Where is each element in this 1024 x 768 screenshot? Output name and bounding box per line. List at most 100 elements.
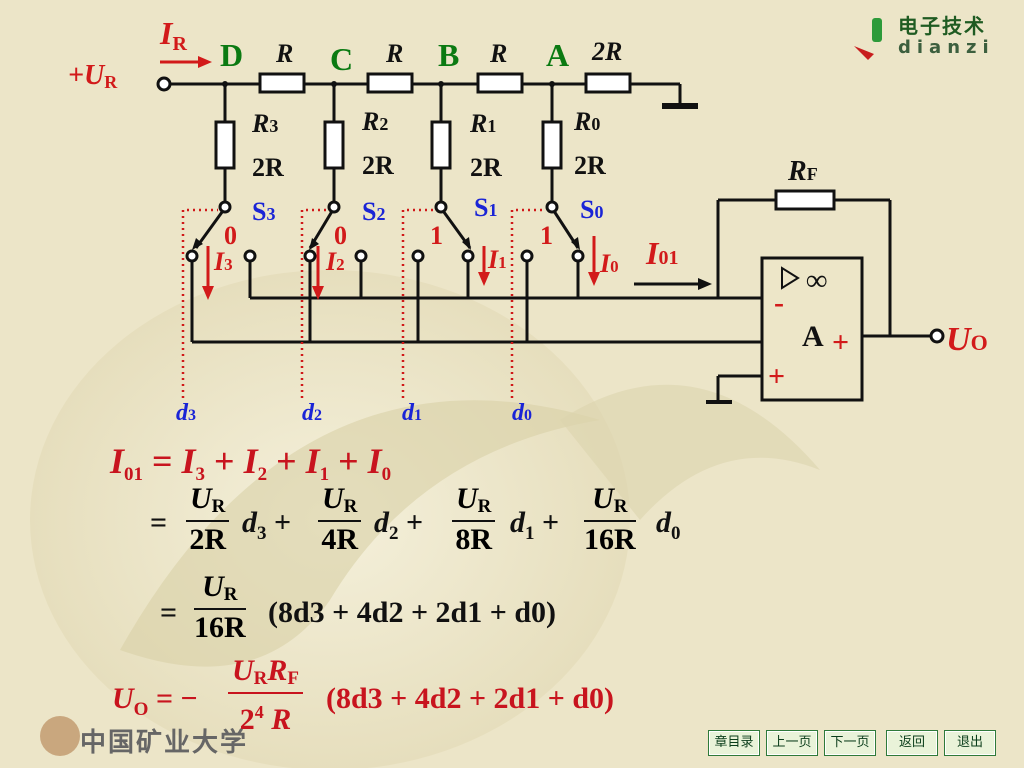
eq1-sub: 0 [381,464,392,485]
branch-value: 2R [362,151,394,180]
branch-current-sub: 1 [498,253,507,272]
eq3-frac: UR 16R [194,570,246,644]
svg-text:d2: d2 [302,400,322,426]
svg-text:I01: I01 [645,235,678,271]
opamp-plus-input: + [768,360,785,393]
branch-name-sub: 1 [487,116,496,136]
branch-current-sub: 0 [610,257,619,276]
digit-sub: 0 [524,407,532,424]
switch-label: S [580,195,594,224]
feedback-R-sub: F [807,164,818,184]
eq1-sub: 3 [195,464,206,485]
eq3-equals: = [160,596,178,629]
eq1-term: I [305,441,320,481]
branch-current-sub: 3 [224,255,233,274]
svg-text:I1: I1 [487,245,507,274]
svg-text:S0: S0 [580,195,603,224]
branch-current: I [487,245,499,274]
node-label-A: A [546,37,569,73]
eq3-expr: (8d3 + 4d2 + 2d1 + d0) [268,596,557,629]
equation-line-1: I01 = I3 + I2 + I1 + I0 [110,441,392,485]
branch-current-sub: 2 [336,255,345,274]
digit-label: d [176,400,189,426]
digit-label: d [402,400,415,426]
series-resistor [258,72,306,94]
eq2-frac-1: UR 2R [186,482,230,558]
eq1-lhs-sub: 01 [124,464,144,485]
logo-cn: 电子技术 [898,14,986,38]
eq2-d0: d0 [656,506,681,544]
svg-text:S3: S3 [252,197,275,226]
branch-current: I [213,247,225,276]
svg-text:UO: UO [946,321,988,358]
chapter-toc-button[interactable]: 章目录 [708,730,760,756]
exit-button[interactable]: 退出 [944,730,996,756]
eq2-d3: d3 + [242,506,292,544]
feedback-R-label: R [787,156,807,187]
svg-text:R2: R2 [361,107,388,136]
digit-label: d [512,400,525,426]
branch-value: 2R [574,151,606,180]
back-button[interactable]: 返回 [886,730,938,756]
svg-text:R1: R1 [469,109,496,138]
eq1-sub: 1 [319,464,330,485]
opamp-infinity: ∞ [806,264,827,297]
node-label-C: C [330,41,353,77]
branch-name-sub: 2 [379,114,388,134]
current-I01-label: I [645,235,660,271]
university-name: 中国矿业大学 [80,728,249,758]
branch-value: 2R [252,153,284,182]
branch-name-sub: 0 [591,114,600,134]
branch-value: 2R [470,153,502,182]
prev-page-button[interactable]: 上一页 [766,730,818,756]
opamp-body [760,256,864,402]
branch-resistor [541,120,563,170]
output-label-sub: O [971,330,988,355]
svg-text:R3: R3 [251,109,278,138]
switch-state: 1 [430,221,443,250]
eq1-sub: 2 [257,464,268,485]
eq1-term: I [181,441,196,481]
branch-resistor [430,120,452,170]
node-label-B: B [438,37,459,73]
eq2-d1: d1 + [510,506,560,544]
series-R-label: R [385,39,403,68]
current-I01-sub: 01 [658,247,678,269]
digit-sub: 2 [314,407,322,424]
digit-sub: 1 [414,407,422,424]
current-IR-sub: R [172,33,187,55]
switch-label-sub: 0 [594,202,603,222]
series-R-label: R [489,39,507,68]
switch-label: S [252,197,266,226]
eq2-frac-3: UR 8R [452,482,496,558]
switch-label: S [474,193,488,222]
switch-label-sub: 2 [376,204,385,224]
switch-label-sub: 1 [488,200,497,220]
branch-current: I [599,249,611,278]
opamp-minus: - [774,286,784,319]
series-resistor [366,72,414,94]
svg-text:+UR: +UR [68,60,118,92]
next-page-button[interactable]: 下一页 [824,730,876,756]
output-label: U [946,321,973,358]
branch-current: I [325,247,337,276]
svg-text:S2: S2 [362,197,385,226]
logo: 电子技术 dianzi [898,10,995,58]
logo-en: dianzi [898,37,995,58]
switch-label: S [362,197,376,226]
svg-text:d0: d0 [512,400,532,426]
switch-state: 1 [540,221,553,250]
svg-text:d3: d3 [176,400,196,426]
eq2-d2: d2 + [374,506,424,544]
current-IR-label: I [159,15,174,51]
eq4-lhs: UO = − [112,682,198,720]
svg-text:R0: R0 [573,107,600,136]
end-R-label: 2R [591,37,622,66]
input-label-sub: R [104,72,118,92]
dac-circuit: +UR IR D C B A R R R 2R R3 R2 R1 R0 2R 2… [68,15,988,426]
branch-name: R [469,109,487,138]
digit-label: d [302,400,315,426]
opamp-plus: + [832,326,849,359]
eq1-term: I [367,441,382,481]
node-label-D: D [220,37,243,73]
